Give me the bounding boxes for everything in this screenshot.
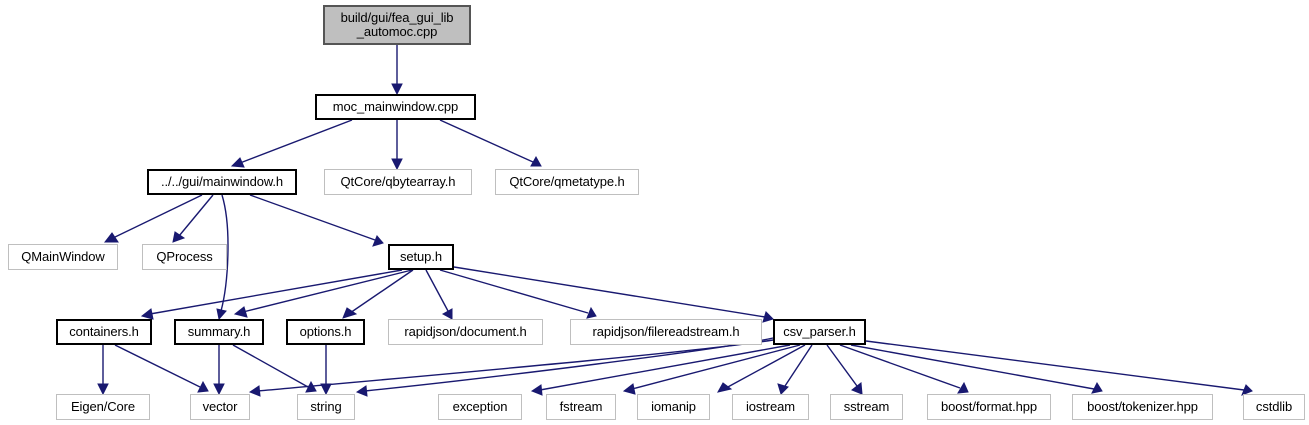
- arrowhead-mainwindow-to-setup: [372, 235, 384, 247]
- graph-node-fstream[interactable]: fstream: [546, 394, 616, 420]
- arrowhead-containers-to-vector: [197, 380, 209, 393]
- edge-setup-to-rjdocument: [425, 269, 449, 312]
- edge-moc-to-qmetatype: [439, 119, 534, 163]
- graph-node-vector[interactable]: vector: [190, 394, 250, 420]
- arrowhead-setup-to-summary: [233, 306, 248, 318]
- graph-node-mainwindow[interactable]: ../../gui/mainwindow.h: [147, 169, 297, 195]
- graph-node-sstream[interactable]: sstream: [830, 394, 903, 420]
- edge-setup-to-containers: [149, 269, 403, 315]
- arrowhead-csvparser-to-sstream: [851, 382, 863, 395]
- arrowhead-csvparser-to-iostream: [777, 383, 789, 395]
- arrowhead-setup-to-containers: [140, 308, 154, 320]
- arrowhead-csvparser-to-fstream: [622, 383, 636, 395]
- edge-csvparser-to-boostformat: [839, 344, 961, 389]
- graph-node-options[interactable]: options.h: [286, 319, 365, 345]
- graph-node-qbytearray[interactable]: QtCore/qbytearray.h: [324, 169, 472, 195]
- graph-node-qmainwindow[interactable]: QMainWindow: [8, 244, 118, 270]
- arrowhead-moc-to-mainwindow: [230, 157, 245, 168]
- arrowhead-mainwindow-to-qmainwindow: [103, 232, 119, 243]
- graph-node-qmetatype[interactable]: QtCore/qmetatype.h: [495, 169, 639, 195]
- edge-csvparser-to-iomanip: [725, 344, 806, 389]
- edge-moc-to-mainwindow: [239, 119, 353, 164]
- arrowhead-csvparser-to-boostformat: [957, 381, 969, 394]
- arrowhead-setup-to-csvparser: [762, 311, 774, 323]
- edge-csvparser-to-string: [364, 337, 774, 392]
- graph-node-root[interactable]: build/gui/fea_gui_lib _automoc.cpp: [323, 5, 471, 45]
- arrowhead-csvparser-to-boosttoken: [1091, 381, 1103, 394]
- arrowhead-summary-to-string: [305, 380, 317, 393]
- graph-node-eigencore[interactable]: Eigen/Core: [56, 394, 150, 420]
- arrowhead-setup-to-options: [342, 307, 358, 319]
- arrowhead-summary-to-vector: [213, 383, 225, 396]
- arrowhead-csvparser-to-vector: [248, 385, 261, 397]
- edge-setup-to-summary: [242, 269, 413, 313]
- edge-csvparser-to-vector: [257, 339, 774, 392]
- arrowhead-setup-to-rjdocument: [441, 308, 453, 320]
- arrowhead-containers-to-eigencore: [97, 383, 109, 396]
- graph-node-summary[interactable]: summary.h: [174, 319, 264, 345]
- edge-setup-to-rjfileread: [439, 269, 589, 314]
- edge-setup-to-options: [349, 269, 414, 314]
- arrowhead-csvparser-to-string: [355, 385, 368, 397]
- graph-node-cstdlib[interactable]: cstdlib: [1243, 394, 1305, 420]
- edge-mainwindow-to-qmainwindow: [112, 194, 203, 239]
- arrowhead-moc-to-qmetatype: [530, 155, 542, 167]
- graph-node-exception[interactable]: exception: [438, 394, 522, 420]
- graph-node-qprocess[interactable]: QProcess: [142, 244, 227, 270]
- arrowhead-csvparser-to-iomanip: [717, 382, 733, 393]
- arrowhead-root-to-moc: [391, 83, 403, 96]
- edge-mainwindow-to-setup: [249, 194, 376, 241]
- graph-node-boosttoken[interactable]: boost/tokenizer.hpp: [1072, 394, 1213, 420]
- graph-node-iostream[interactable]: iostream: [732, 394, 809, 420]
- edge-csvparser-to-iostream: [784, 344, 813, 387]
- edge-csvparser-to-boosttoken: [850, 344, 1095, 390]
- edge-csvparser-to-exception: [539, 344, 791, 391]
- arrowhead-mainwindow-to-qprocess: [172, 231, 186, 243]
- edge-mainwindow-to-qprocess: [178, 194, 214, 237]
- graph-node-moc[interactable]: moc_mainwindow.cpp: [315, 94, 476, 120]
- arrowhead-setup-to-rjfileread: [586, 306, 597, 319]
- arrowhead-mainwindow-to-summary: [216, 308, 227, 321]
- graph-node-string[interactable]: string: [297, 394, 355, 420]
- graph-node-boostformat[interactable]: boost/format.hpp: [927, 394, 1051, 420]
- arrowhead-options-to-string: [320, 383, 332, 396]
- graph-node-containers[interactable]: containers.h: [56, 319, 152, 345]
- edge-csvparser-to-fstream: [631, 344, 801, 390]
- graph-node-rjfileread[interactable]: rapidjson/filereadstream.h: [570, 319, 762, 345]
- edge-containers-to-vector: [114, 344, 201, 388]
- graph-node-setup[interactable]: setup.h: [388, 244, 454, 270]
- arrowhead-moc-to-qbytearray: [391, 158, 403, 171]
- arrowhead-csvparser-to-exception: [530, 384, 543, 396]
- edge-setup-to-csvparser: [453, 266, 766, 318]
- graph-node-iomanip[interactable]: iomanip: [637, 394, 710, 420]
- graph-node-rjdocument[interactable]: rapidjson/document.h: [388, 319, 543, 345]
- edge-summary-to-string: [232, 344, 309, 388]
- edge-csvparser-to-sstream: [826, 344, 858, 387]
- edge-csvparser-to-cstdlib: [865, 340, 1245, 391]
- graph-node-csvparser[interactable]: csv_parser.h: [773, 319, 866, 345]
